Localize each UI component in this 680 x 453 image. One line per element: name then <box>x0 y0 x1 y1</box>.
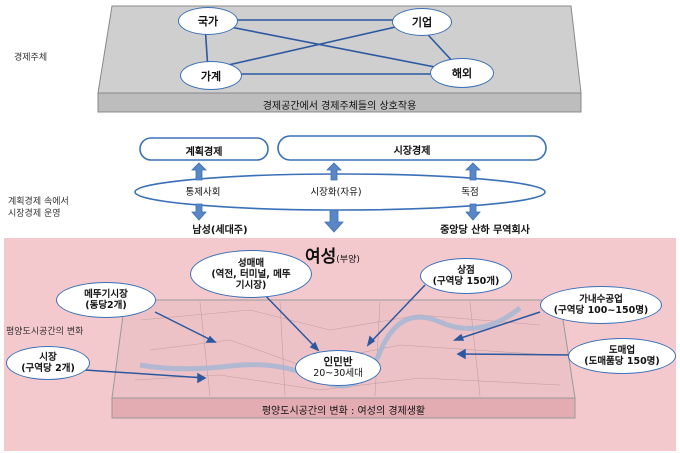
side-label-planned-market: 계획경제 속에서 시장경제 운영 <box>8 196 69 220</box>
callout-market: 시장 (구역당 2개) <box>6 346 90 380</box>
center-people-unit: 인민반 20~30세대 <box>295 350 381 386</box>
callout-sex-trade-line2: (역전, 터미널, 메뚜 <box>211 268 291 280</box>
output-male-head: 남성(세대주) <box>192 225 248 236</box>
side-label-pyongyang: 평양도시공간의 변화 <box>6 327 84 337</box>
ellipse-control-society: 통제사회 <box>185 187 221 198</box>
callout-grasshopper-market: 메뚜기시장 (동당2개) <box>56 282 156 318</box>
callout-sex-trade: 성매매 (역전, 터미널, 메뚜 기시장) <box>190 250 312 298</box>
ellipse-monopoly: 독점 <box>461 187 479 198</box>
node-firm: 기업 <box>392 8 452 36</box>
bottom-title-sub: (부양) <box>336 255 360 265</box>
callout-wholesale-line1: 도매업 <box>608 345 636 356</box>
callout-grasshopper-market-line1: 메뚜기시장 <box>84 289 128 300</box>
callout-market-line1: 시장 <box>39 352 57 363</box>
side-label-planned-market-line2: 시장경제 운영 <box>8 209 61 219</box>
callout-shop: 상점 (구역당 150개) <box>420 258 512 294</box>
market-economy-label: 시장경제 <box>393 146 431 157</box>
ellipse-marketization: 시장화(자유) <box>310 187 362 198</box>
callout-handicraft-line1: 가내수공업 <box>579 294 623 305</box>
node-foreign-label: 해외 <box>451 67 473 80</box>
side-label-economic-actors: 경제주체 <box>14 53 48 63</box>
callout-handicraft-line2: (구역당 100~150명) <box>553 305 649 316</box>
node-state-label: 국가 <box>197 15 219 28</box>
plan-economy-label: 계획경제 <box>185 147 223 158</box>
bottom-title-main: 여성 <box>305 247 337 267</box>
top-caption: 경제공간에서 경제주체들의 상호작용 <box>262 101 417 112</box>
node-household: 가계 <box>180 61 242 90</box>
node-household-label: 가계 <box>200 69 222 83</box>
callout-wholesale: 도매업 (도매품당 150명) <box>568 338 676 374</box>
node-foreign: 해외 <box>430 58 494 88</box>
callout-shop-line2: (구역당 150개) <box>432 276 500 287</box>
center-people-unit-line2: 20~30세대 <box>313 368 363 379</box>
side-label-planned-market-line1: 계획경제 속에서 <box>8 197 69 207</box>
callout-sex-trade-line1: 성매매 <box>237 257 265 269</box>
center-people-unit-line1: 인민반 <box>323 356 353 368</box>
output-trade-company: 중앙당 산하 무역회사 <box>440 225 530 236</box>
node-state: 국가 <box>178 7 238 35</box>
callout-sex-trade-line3: 기시장) <box>235 279 267 291</box>
node-firm-label: 기업 <box>411 16 433 29</box>
callout-market-line2: (구역당 2개) <box>21 363 75 374</box>
bottom-caption: 평양도시공간의 변화 : 여성의 경제생활 <box>261 406 426 417</box>
bottom-title: 여성(부양) <box>305 242 360 267</box>
callout-handicraft: 가내수공업 (구역당 100~150명) <box>540 286 662 324</box>
callout-shop-line1: 상점 <box>457 265 475 276</box>
callout-grasshopper-market-line2: (동당2개) <box>85 300 127 311</box>
callout-wholesale-line2: (도매품당 150명) <box>584 356 660 367</box>
